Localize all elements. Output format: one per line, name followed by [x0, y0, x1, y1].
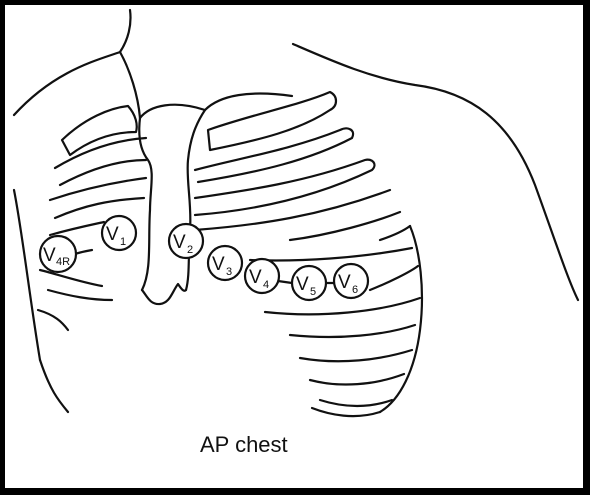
electrode-v5-letter: V — [296, 274, 309, 295]
electrode-v4r: V 4R — [40, 236, 76, 272]
electrode-v2: V 2 — [169, 224, 203, 258]
body-outline — [14, 10, 578, 412]
electrode-v4-letter: V — [249, 267, 262, 288]
electrode-v6-letter: V — [338, 272, 351, 293]
electrode-v1-sub: 1 — [120, 236, 126, 248]
electrode-v2-letter: V — [173, 232, 186, 253]
electrode-v6-sub: 6 — [352, 284, 358, 296]
electrode-v6: V 6 — [334, 264, 368, 298]
electrode-v3-letter: V — [212, 254, 225, 275]
electrode-v3: V 3 — [208, 246, 242, 280]
electrode-v4r-sub: 4R — [56, 256, 70, 268]
electrode-v2-sub: 2 — [187, 244, 193, 256]
caption: AP chest — [200, 432, 288, 457]
electrode-v5: V 5 — [292, 266, 326, 300]
electrode-v5-sub: 5 — [310, 286, 316, 298]
electrode-v4r-letter: V — [43, 245, 56, 266]
electrode-v1: V 1 — [102, 216, 136, 250]
left-ribs — [38, 106, 146, 330]
electrode-v1-letter: V — [106, 224, 119, 245]
electrode-v3-sub: 3 — [226, 266, 232, 278]
electrode-v4-sub: 4 — [263, 279, 269, 291]
electrode-v4: V 4 — [245, 259, 279, 293]
